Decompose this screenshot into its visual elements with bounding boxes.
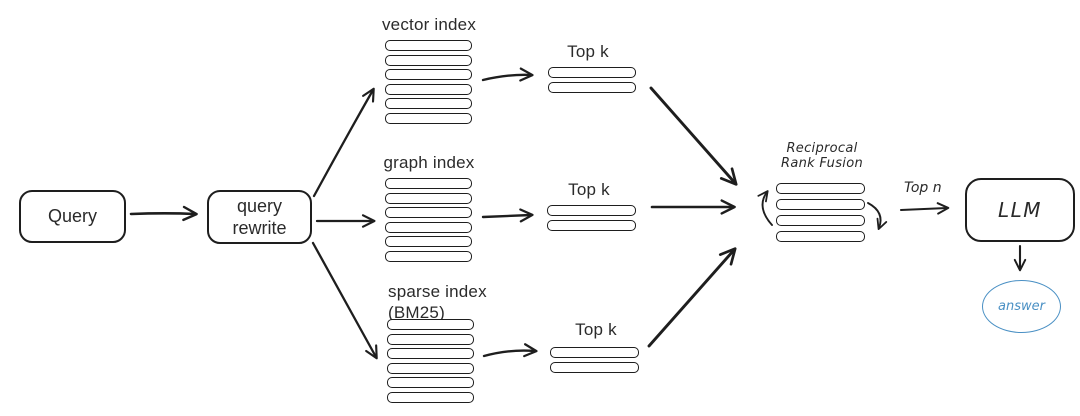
arrow-topk3-to-fusion [647, 247, 737, 348]
record-bar [548, 81, 636, 93]
topk-stack-1 [548, 67, 636, 93]
record-bar [550, 347, 639, 358]
arrow-vector-to-topk [481, 67, 534, 82]
record-bar [776, 199, 865, 210]
sparse-index-stack [387, 319, 474, 403]
record-bar [385, 178, 472, 189]
record-bar [385, 221, 472, 233]
record-bar [387, 319, 474, 330]
record-bar [385, 69, 472, 80]
record-bar [547, 205, 636, 216]
arrow-graph-to-topk [481, 208, 534, 223]
arrow-rewrite-to-sparse [311, 241, 378, 360]
record-bar [776, 183, 865, 194]
topk-label-3: Top k [575, 320, 617, 339]
query-rewrite-node: query rewrite [207, 190, 312, 244]
record-bar [385, 250, 472, 262]
answer-node-label: answer [998, 299, 1045, 314]
record-bar [385, 192, 472, 204]
llm-node: LLM [965, 178, 1075, 242]
record-bar [387, 391, 474, 403]
record-bar [385, 98, 472, 109]
topk-label-1: Top k [567, 42, 609, 61]
query-rewrite-node-label: query rewrite [232, 195, 287, 239]
graph-index-label: graph index [383, 153, 475, 172]
arrow-query-to-rewrite [129, 205, 198, 222]
record-bar [387, 348, 474, 359]
llm-node-label: LLM [997, 198, 1043, 222]
vector-index-stack [385, 40, 472, 124]
fusion-stack [776, 183, 865, 242]
topk-label-2: Top k [568, 180, 610, 199]
fusion-label-line2: Rank Fusion [781, 156, 863, 172]
graph-index-stack [385, 178, 472, 262]
topk-stack-2 [547, 205, 636, 231]
arrow-topk1-to-fusion [649, 86, 738, 186]
arrow-fusion-to-llm [899, 202, 950, 215]
fusion-label-line1: Reciprocal [786, 141, 858, 156]
record-bar [385, 112, 472, 124]
record-bar [385, 83, 472, 95]
record-bar [547, 219, 636, 231]
record-bar [387, 333, 474, 345]
fusion-cycle-arrow-left [757, 190, 773, 226]
fusion-cycle-arrow-right [867, 202, 888, 230]
topk-stack-3 [550, 347, 639, 373]
top-n-label: Top n [904, 180, 942, 196]
record-bar [776, 215, 865, 226]
vector-index-label: vector index [381, 15, 477, 34]
arrow-sparse-to-topk [482, 343, 538, 358]
answer-node: answer [982, 280, 1061, 333]
fusion-label: Reciprocal Rank Fusion [772, 141, 872, 172]
record-bar [385, 40, 472, 51]
query-node: Query [19, 190, 126, 243]
record-bar [387, 377, 474, 388]
record-bar [776, 231, 865, 242]
record-bar [385, 54, 472, 66]
record-bar [387, 362, 474, 374]
query-node-label: Query [47, 206, 98, 227]
arrow-rewrite-to-vector [312, 87, 375, 198]
sparse-index-sublabel: (BM25) [388, 303, 445, 322]
sparse-index-label: sparse index [388, 282, 487, 301]
record-bar [548, 67, 636, 78]
record-bar [550, 361, 639, 373]
record-bar [385, 236, 472, 247]
record-bar [385, 207, 472, 218]
